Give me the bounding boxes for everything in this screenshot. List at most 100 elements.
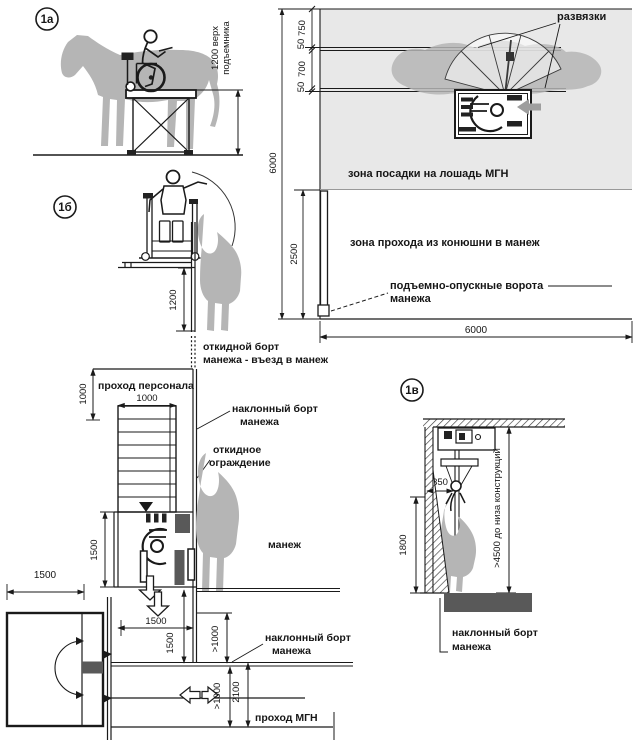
gate-leader xyxy=(330,292,389,312)
wheelchair-user-plan-bottom xyxy=(139,513,196,585)
user-head-front xyxy=(165,169,181,185)
gate-post xyxy=(317,304,330,317)
hoist-pulley xyxy=(474,433,482,441)
wheelchair-user-plan xyxy=(459,95,522,133)
wheel-hub xyxy=(148,75,154,80)
dim-1500-v: 1500 xyxy=(165,632,176,653)
ceiling-lines xyxy=(423,418,565,428)
folding-board-dotted-line xyxy=(190,336,196,368)
label-razvyazki: развязки xyxy=(557,11,606,23)
inclined-board-line xyxy=(192,369,198,663)
user-torso-front xyxy=(160,185,187,215)
wall-opening-arrows xyxy=(102,650,112,703)
hoist-arm-flag xyxy=(506,52,514,61)
rider-body xyxy=(141,42,167,88)
dim-1200-text-1: 1200 верх xyxy=(210,26,221,70)
fan-spokes xyxy=(460,34,550,96)
dim-1800: 1800 xyxy=(398,534,409,555)
inclined-board-right-line xyxy=(111,661,353,667)
label-inclined-board-1v-2: манежа xyxy=(452,641,491,653)
dim-350: 350 xyxy=(432,477,448,488)
dim-1000-h: 1000 xyxy=(136,393,157,404)
fan-sector xyxy=(444,32,562,96)
lift-foot-right xyxy=(184,150,193,155)
hoist-motor xyxy=(444,431,452,439)
reach-arc xyxy=(191,171,236,247)
razvyazki-leaders xyxy=(477,22,561,89)
rider-body-section xyxy=(445,490,466,512)
entry-direction-arrow xyxy=(517,99,541,115)
ceiling-hatch xyxy=(423,419,565,427)
lift-control-box xyxy=(121,52,134,60)
dim-slash-ticks xyxy=(308,5,316,95)
label-folding-fence-2: ограждение xyxy=(209,457,271,469)
figure-1b-badge-circle xyxy=(53,195,77,219)
wall-line xyxy=(190,222,196,332)
wheelchair-front-wheel xyxy=(125,81,136,92)
user-head-plan xyxy=(490,103,504,117)
label-inclined-board-1v-1: наклонный борт xyxy=(452,627,538,639)
lift-foot-left xyxy=(127,150,136,155)
label-zone-passage: зона прохода из конюшни в манеж xyxy=(350,237,540,249)
label-folding-board-1: откидной борт xyxy=(203,341,279,353)
inclined-board-leader xyxy=(196,410,231,430)
knee-pad xyxy=(171,220,184,243)
figure-1v-badge: 1в xyxy=(405,385,418,397)
dim-1500-h: 1500 xyxy=(145,616,166,627)
label-folding-fence-1: откидное xyxy=(213,444,261,456)
door-leaf xyxy=(82,661,103,674)
stair-direction-arrow xyxy=(139,502,153,512)
manege-edge-line xyxy=(196,587,340,593)
side-rail xyxy=(507,121,522,127)
dim-6000-left: 6000 xyxy=(268,152,279,173)
dim-750: 750 xyxy=(297,20,308,36)
hoist-machine xyxy=(437,427,496,540)
figure-1a: 1а 1200 верх подъемника xyxy=(33,7,243,156)
footrest-bar xyxy=(461,105,473,109)
figure-1v-badge-circle xyxy=(400,378,424,402)
footrest-bar xyxy=(162,513,167,523)
user-head-plan xyxy=(150,539,164,553)
horse-front-silhouette xyxy=(197,214,242,331)
label-inclined-board-1: наклонный борт xyxy=(232,403,318,415)
label-inclined-board-right-1: наклонный борт xyxy=(265,632,351,644)
lift-flap xyxy=(175,514,190,533)
manege-floor-bar xyxy=(444,593,532,612)
stair-treads xyxy=(118,418,176,498)
horse-rider-silhouette xyxy=(439,499,477,592)
lift-platform xyxy=(125,89,197,99)
right-arrow xyxy=(201,685,219,705)
rider-head-section xyxy=(450,480,462,492)
dim-4500: >4500 до низа конструкций xyxy=(492,448,503,568)
platform-edge xyxy=(118,261,195,269)
user-legs-plan xyxy=(470,103,489,112)
left-arrow xyxy=(179,685,201,705)
label-manege: манеж xyxy=(268,539,302,551)
dim-ext xyxy=(100,511,114,588)
footrest-bar xyxy=(461,97,473,102)
dim-1200b: 1200 xyxy=(168,289,179,310)
label-zone-mounting: зона посадки на лошадь МГН xyxy=(348,168,508,180)
frame-handle xyxy=(143,193,153,199)
figure-1b: 1б 1200 xyxy=(53,169,242,332)
frame-handle xyxy=(189,199,198,204)
plan-mounting-zone: развязки 750 50 700 50 6000 2500 зона по… xyxy=(268,5,633,343)
platform-tread xyxy=(459,127,476,132)
dim-1500-lift: 1500 xyxy=(89,539,100,560)
dim-1000-v: 1000 xyxy=(78,383,89,404)
figure-1b-badge: 1б xyxy=(58,202,72,214)
side-rail xyxy=(507,95,522,101)
figure-1a-badge: 1а xyxy=(41,14,54,26)
stander-frame xyxy=(139,193,201,261)
footrest-bar xyxy=(154,513,159,523)
label-gate-2: манежа xyxy=(390,293,432,305)
inclined-board-leader-1v xyxy=(439,598,448,653)
sling-straps xyxy=(445,465,473,486)
hoist-drum xyxy=(459,433,465,440)
footrest-bar xyxy=(146,513,151,523)
staircase xyxy=(117,405,177,513)
lift-flap xyxy=(174,550,185,585)
lift-x-brace xyxy=(132,97,190,153)
